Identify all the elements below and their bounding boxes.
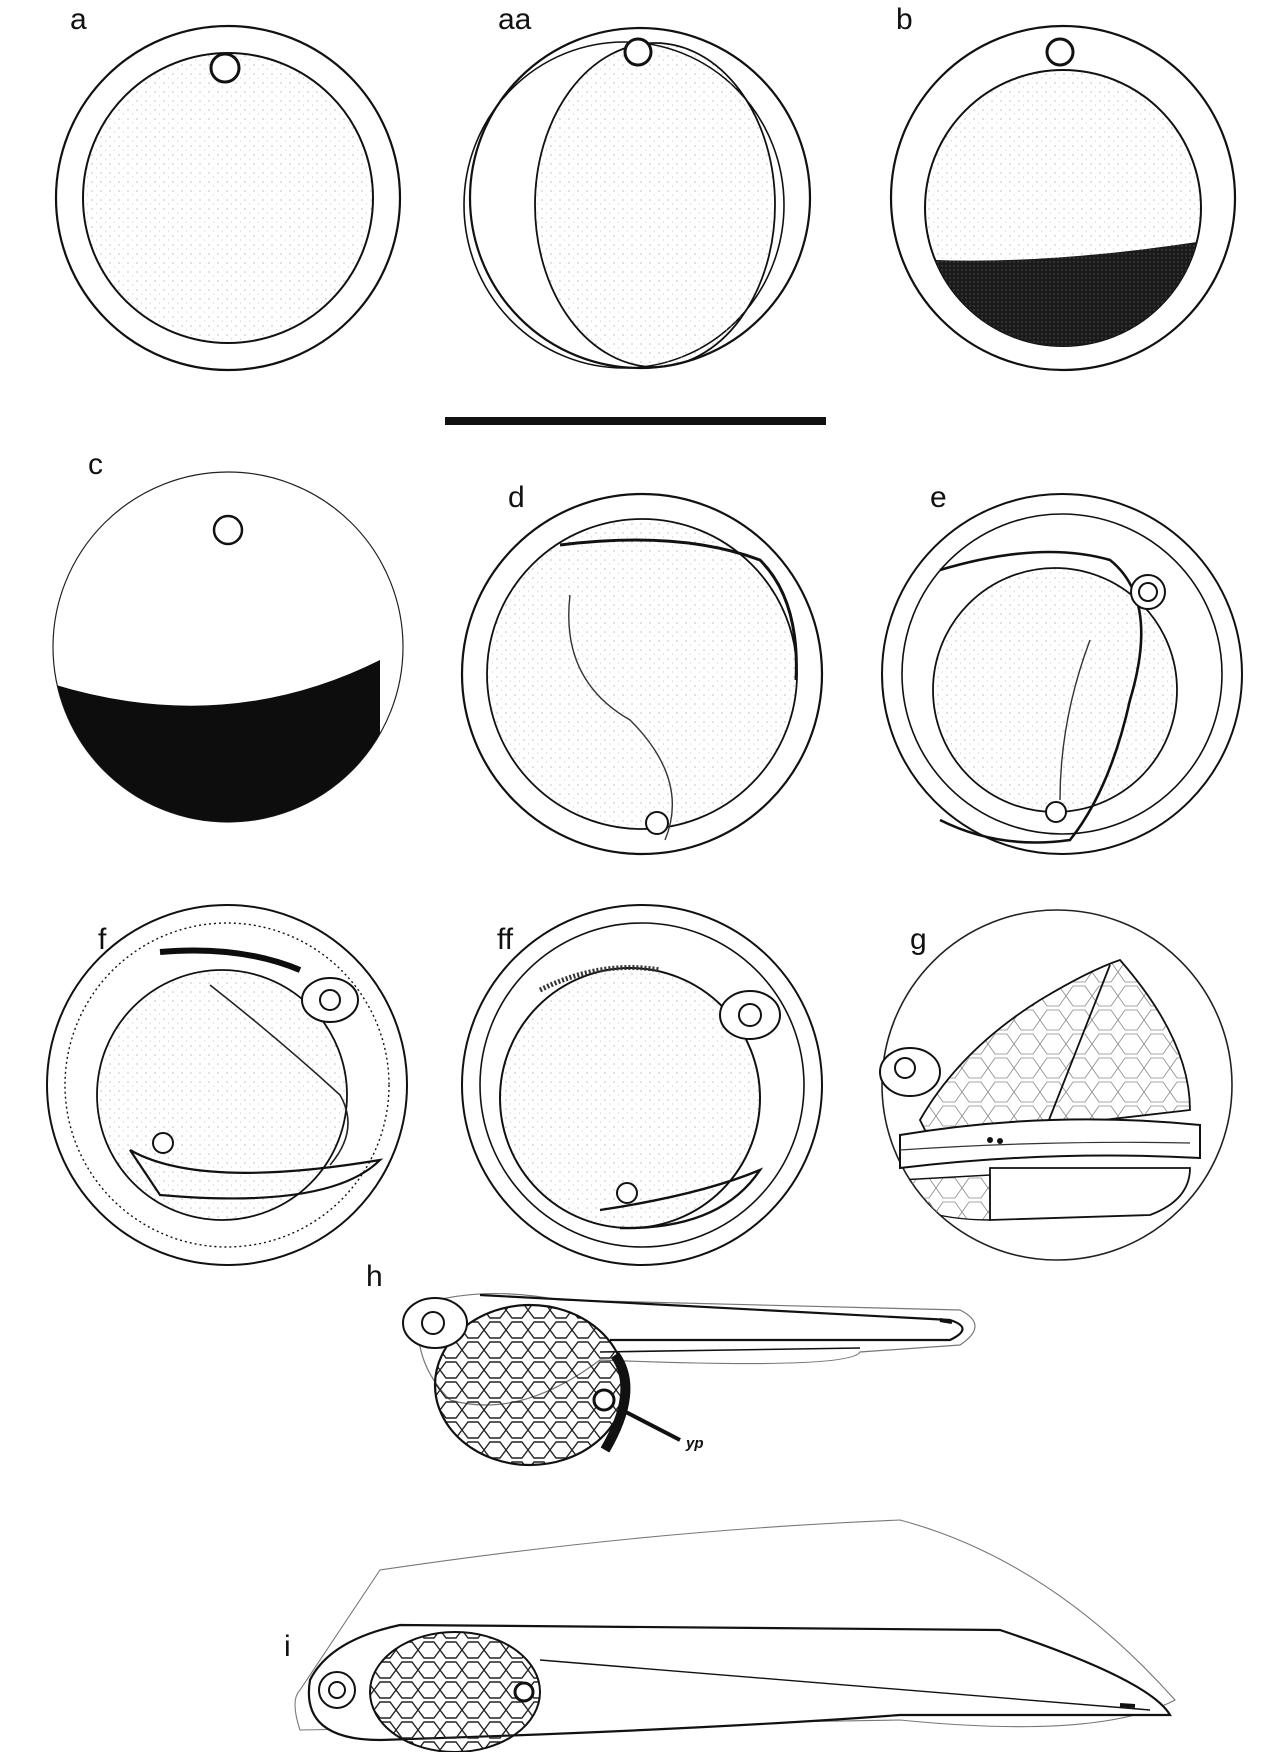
panel-c-egg — [40, 472, 403, 840]
panel-label-d: d — [508, 483, 525, 513]
panel-ff-embryo — [462, 905, 822, 1265]
panel-label-ff: ff — [497, 925, 513, 955]
yolk-plug-label: yp — [686, 1436, 704, 1451]
panel-g-embryo — [880, 910, 1232, 1260]
panel-label-a: a — [70, 5, 87, 35]
panel-b-egg — [891, 26, 1235, 400]
panel-label-e: e — [930, 483, 947, 513]
panel-label-b: b — [896, 5, 913, 35]
panel-label-i: i — [284, 1632, 291, 1662]
panel-label-aa: aa — [498, 5, 531, 35]
panel-a-egg — [56, 26, 400, 370]
panel-e-embryo — [882, 494, 1242, 854]
panel-i-larva — [295, 1520, 1175, 1752]
panel-label-f: f — [98, 925, 106, 955]
panel-label-g: g — [910, 925, 927, 955]
panel-d-egg — [462, 494, 822, 854]
panel-f-embryo — [47, 905, 407, 1265]
panel-label-c: c — [88, 450, 103, 480]
panel-label-h: h — [366, 1262, 383, 1292]
panel-aa-egg — [464, 28, 810, 368]
